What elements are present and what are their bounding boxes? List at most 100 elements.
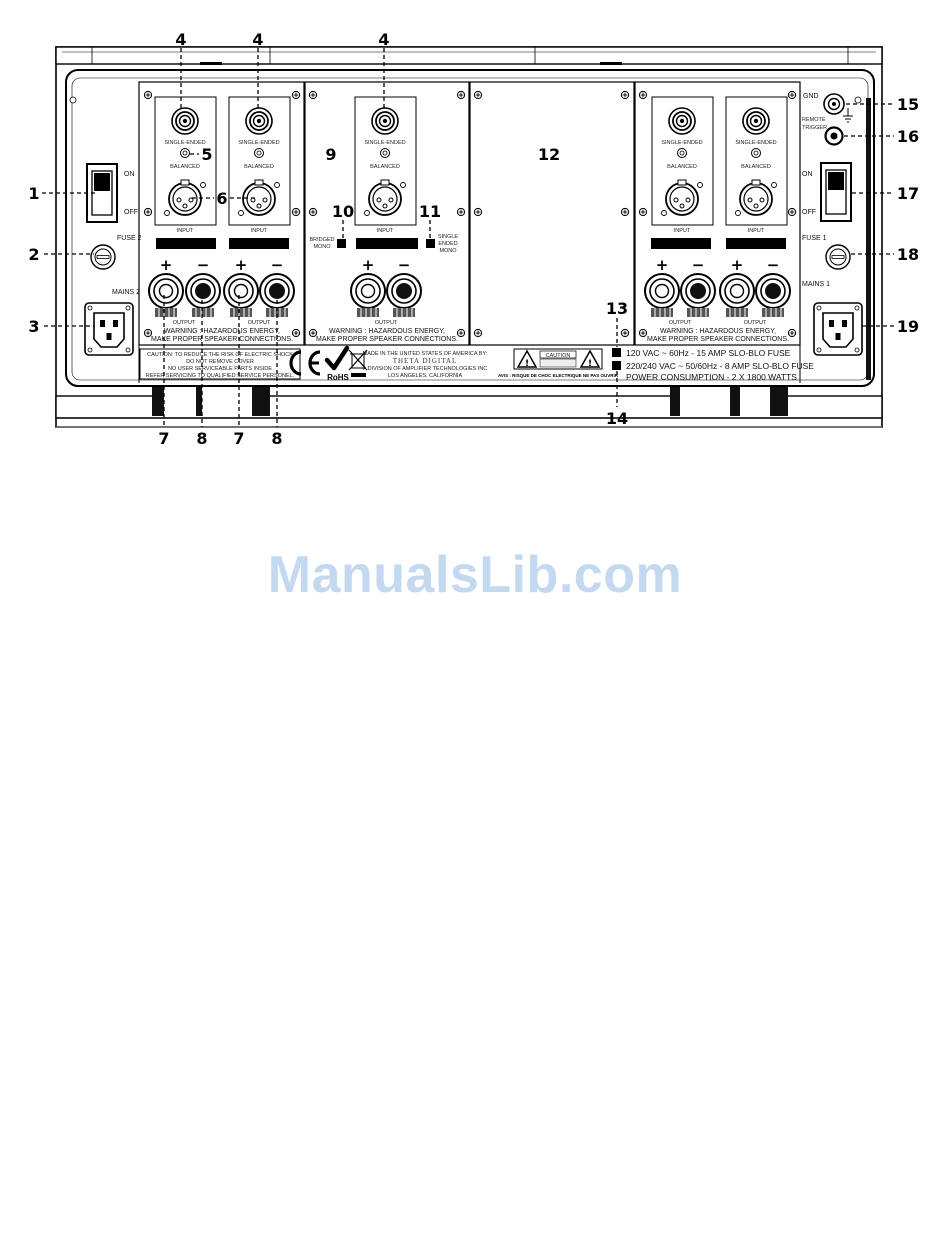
warning-right-1: WARNING : HAZARDOUS ENERGY, xyxy=(660,328,776,335)
callout-4c: 4 xyxy=(378,30,389,49)
caution-label: ! ! CAUTION AVIS : RISQUE DE CHOC ELECTR… xyxy=(498,348,619,378)
right-switch-on: ON xyxy=(802,171,813,178)
callout-15: 15 xyxy=(897,95,919,114)
svg-text:SINGLE-ENDED: SINGLE-ENDED xyxy=(164,140,205,146)
svg-text:SINGLE-ENDED: SINGLE-ENDED xyxy=(661,140,702,146)
rca-input-3 xyxy=(668,107,696,135)
left-fuse-label: FUSE 2 xyxy=(117,235,142,242)
mains-1-inlet xyxy=(813,302,863,356)
bridged-mono-switch xyxy=(337,239,346,248)
made-in-brand: THETA DIGITAL xyxy=(393,357,458,365)
svg-text:BALANCED: BALANCED xyxy=(370,164,400,170)
callout-17: 17 xyxy=(897,184,919,203)
remote-label-1: REMOTE xyxy=(802,117,826,123)
svg-text:BALANCED: BALANCED xyxy=(244,164,274,170)
svg-text:NO USER SERVICEABLE PARTS INSI: NO USER SERVICEABLE PARTS INSIDE xyxy=(168,366,272,372)
callout-7a: 7 xyxy=(158,429,169,448)
ground-symbol-icon xyxy=(843,108,853,123)
callout-13: 13 xyxy=(606,299,628,318)
svg-text:+: + xyxy=(235,256,248,274)
rca-input-2 xyxy=(245,107,273,135)
fuse-2-holder xyxy=(90,244,116,270)
svg-text:INPUT: INPUT xyxy=(748,228,765,234)
svg-text:RoHS: RoHS xyxy=(327,373,349,382)
svg-text:OUTPUT: OUTPUT xyxy=(375,320,398,326)
svg-text:DO NOT REMOVE COVER: DO NOT REMOVE COVER xyxy=(186,359,254,365)
svg-text:MONO: MONO xyxy=(313,244,331,250)
remote-label-2: TRIGGER xyxy=(802,125,827,131)
right-mains-label: MAINS 1 xyxy=(802,281,830,288)
mono-module-panel xyxy=(304,81,470,346)
svg-text:CAUTION: CAUTION xyxy=(546,353,571,359)
rca-input-mono xyxy=(371,107,399,135)
svg-text:−: − xyxy=(197,256,210,274)
callout-4a: 4 xyxy=(175,30,186,49)
callout-3: 3 xyxy=(28,317,39,336)
single-ended-mono-switch xyxy=(426,239,435,248)
made-in-line-1: MADE IN THE UNITED STATES OF AMERICA BY: xyxy=(363,351,488,357)
rohs-mark: RoHS xyxy=(324,345,350,382)
left-mains-label: MAINS 2 xyxy=(112,289,140,296)
svg-text:AVIS : RISQUE DE CHOC ELECTRIQ: AVIS : RISQUE DE CHOC ELECTRIQUE NE PAS … xyxy=(498,373,619,378)
warning-left-2: MAKE PROPER SPEAKER CONNECTIONS. xyxy=(151,336,293,343)
left-switch-off: OFF xyxy=(124,209,138,216)
rca-input-4 xyxy=(742,107,770,135)
svg-text:BRIDGED: BRIDGED xyxy=(309,237,334,243)
fuse-1-holder xyxy=(825,244,851,270)
made-in-line-3: A DIVISION OF AMPLIFIER TECHNOLOGIES INC xyxy=(363,366,488,372)
right-fuse-label: FUSE 1 xyxy=(802,235,827,242)
svg-text:ENDED: ENDED xyxy=(438,241,457,247)
warning-mono-1: WARNING : HAZARDOUS ENERGY, xyxy=(329,328,445,335)
warning-mono-2: MAKE PROPER SPEAKER CONNECTIONS. xyxy=(316,336,458,343)
svg-text:INPUT: INPUT xyxy=(177,228,194,234)
chassis-top-cover xyxy=(55,46,883,65)
caution-box xyxy=(139,348,301,380)
callout-19: 19 xyxy=(897,317,919,336)
svg-text:OUTPUT: OUTPUT xyxy=(669,320,692,326)
svg-text:−: − xyxy=(398,256,411,274)
right-switch-off: OFF xyxy=(802,209,816,216)
left-module-panel xyxy=(138,81,305,346)
weee-bin-icon xyxy=(348,349,368,377)
watermark: ManualsLib.com xyxy=(267,546,683,604)
callout-7b: 7 xyxy=(233,429,244,448)
svg-text:+: + xyxy=(731,256,744,274)
svg-text:!: ! xyxy=(525,359,529,369)
left-switch-on: ON xyxy=(124,171,135,178)
blank-panel xyxy=(469,81,635,346)
svg-text:SINGLE-ENDED: SINGLE-ENDED xyxy=(364,140,405,146)
made-in-line-4: LOS ANGELES, CALIFORNIA xyxy=(388,373,463,379)
svg-text:BALANCED: BALANCED xyxy=(667,164,697,170)
callout-8a: 8 xyxy=(196,429,207,448)
svg-text:+: + xyxy=(362,256,375,274)
callout-1: 1 xyxy=(28,184,39,203)
svg-text:REFER SERVICING TO QUALIFIED S: REFER SERVICING TO QUALIFIED SERVICE PER… xyxy=(146,373,295,379)
svg-text:!: ! xyxy=(588,359,592,369)
gnd-label: GND xyxy=(803,93,819,100)
callout-10: 10 xyxy=(332,202,354,221)
fuse-info-120v: 120 VAC ~ 60Hz - 15 AMP SLO-BLO FUSE xyxy=(626,348,791,358)
svg-text:SINGLE-ENDED: SINGLE-ENDED xyxy=(238,140,279,146)
svg-text:MONO: MONO xyxy=(439,248,457,254)
svg-text:SINGLE-ENDED: SINGLE-ENDED xyxy=(735,140,776,146)
power-switch-1 xyxy=(820,162,852,222)
svg-text:−: − xyxy=(767,256,780,274)
callout-6: 6 xyxy=(216,189,227,208)
svg-text:BALANCED: BALANCED xyxy=(170,164,200,170)
svg-text:CAUTION: TO REDUCE THE RISK OF: CAUTION: TO REDUCE THE RISK OF ELECTRIC … xyxy=(147,352,293,358)
svg-text:OUTPUT: OUTPUT xyxy=(248,320,271,326)
callout-leaders xyxy=(42,48,894,427)
ce-mark xyxy=(289,350,321,376)
svg-text:INPUT: INPUT xyxy=(251,228,268,234)
svg-text:OUTPUT: OUTPUT xyxy=(744,320,767,326)
callout-2: 2 xyxy=(28,245,39,264)
callout-4b: 4 xyxy=(252,30,263,49)
rca-input-1 xyxy=(171,107,199,135)
callout-14: 14 xyxy=(606,409,628,428)
callout-5: 5 xyxy=(201,145,212,164)
callout-12: 12 xyxy=(538,145,560,164)
svg-text:+: + xyxy=(160,256,173,274)
power-consumption: POWER CONSUMPTION - 2 X 1800 WATTS xyxy=(626,372,797,382)
callout-8b: 8 xyxy=(271,429,282,448)
callout-9: 9 xyxy=(325,145,336,164)
